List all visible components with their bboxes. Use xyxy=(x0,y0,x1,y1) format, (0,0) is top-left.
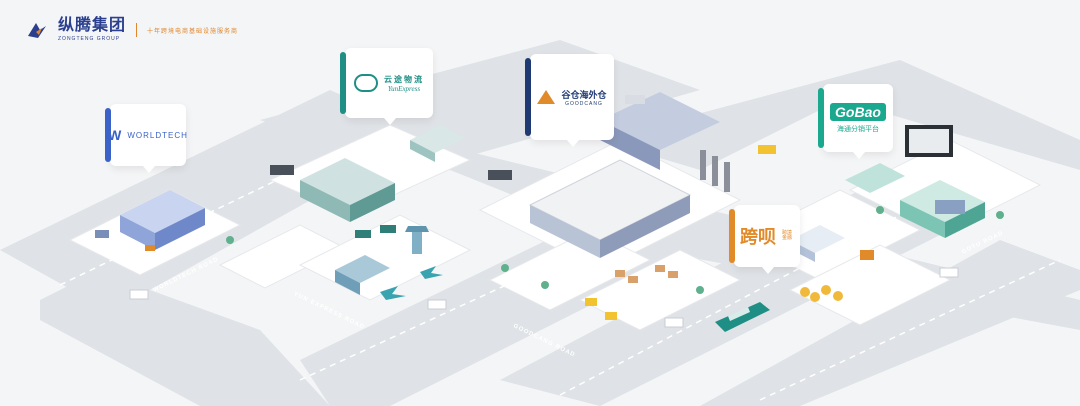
goodcang-cn-name: 谷仓海外仓 xyxy=(561,90,607,101)
road-markings xyxy=(59,139,1061,401)
trees xyxy=(226,206,1004,294)
goodcang-warehouse xyxy=(528,92,730,320)
yunexpress-en-name: YunExpress xyxy=(387,84,421,93)
kuabei-subtitle: 跨境金融 xyxy=(782,229,793,241)
goodcang-en-name: GOODCANG xyxy=(565,100,603,107)
worldtech-sign: W WORLDTECH xyxy=(105,104,188,173)
group-logo-icon xyxy=(28,23,46,38)
header-divider xyxy=(136,23,138,37)
worldtech-name: WORLDTECH xyxy=(127,130,188,140)
group-logo: 纵腾集团 ZONGTENG GROUP xyxy=(58,17,127,43)
goodcang-logo-icon xyxy=(537,90,556,104)
goodcang-sign: 谷仓海外仓 GOODCANG xyxy=(525,54,614,147)
header-tagline: 十年跨境电商基础设施服务商 xyxy=(147,28,239,35)
vehicles xyxy=(129,95,959,332)
yunexpress-cloud-icon xyxy=(354,74,378,92)
worldtech-logo-icon: W xyxy=(108,127,122,143)
yunexpress-warehouse xyxy=(300,125,465,238)
worldtech-warehouse xyxy=(95,190,205,251)
group-logo-subtext: ZONGTENG GROUP xyxy=(58,36,121,42)
bao-sign: GoBao 海通分销平台 xyxy=(818,84,893,159)
bao-logo: GoBao xyxy=(830,102,886,121)
page-header: 纵腾集团 ZONGTENG GROUP 十年跨境电商基础设施服务商 xyxy=(26,18,238,42)
airport xyxy=(335,226,443,300)
group-logo-text: 纵腾集团 xyxy=(58,17,127,34)
yunexpress-sign: 云途物流 YunExpress xyxy=(340,48,433,125)
bao-distribution-center xyxy=(845,125,985,238)
kuabei-name: 跨呗 xyxy=(740,227,776,248)
bao-cn-name: 海通分销平台 xyxy=(836,124,879,133)
yunexpress-cn-name: 云途物流 xyxy=(384,74,424,84)
kuabei-sign: 跨呗 跨境金融 xyxy=(729,205,800,274)
